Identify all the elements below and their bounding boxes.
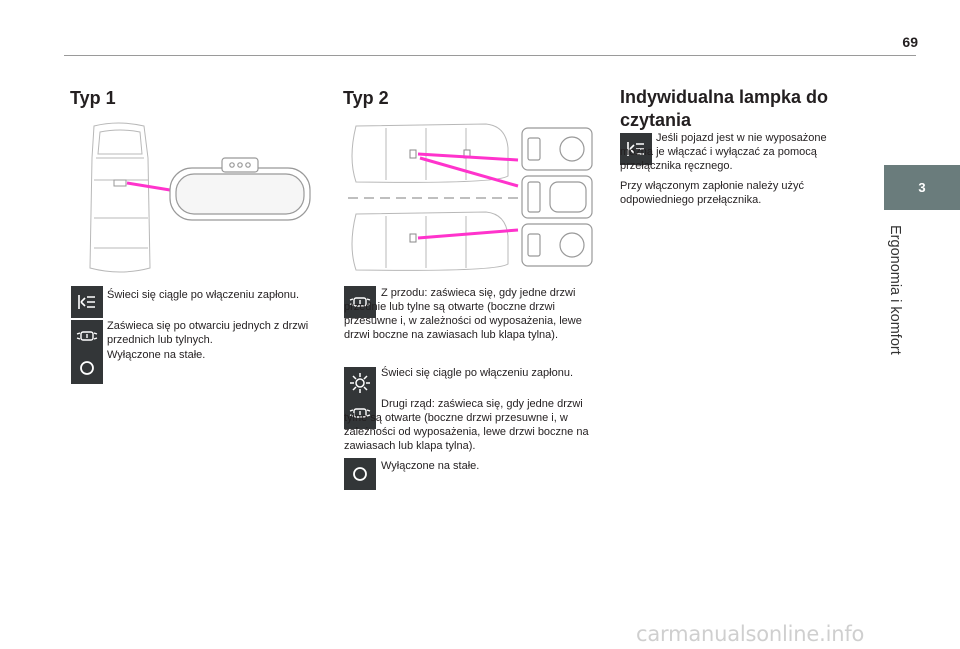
typ2-item-4-text: Wyłączone na stałe. [381,460,480,472]
typ2-item-1-text: Z przodu: zaświeca się, gdy jedne drzwi … [344,287,582,341]
van-side-views [351,123,509,271]
typ2-pointer-line-1 [417,152,519,162]
section-heading-typ1: Typ 1 [70,88,116,108]
typ2-item-3-text: Drugi rząd: zaświeca się, gdy jedne drzw… [344,398,589,452]
typ1-item-3-text: Wyłączone na stałe. [107,349,206,361]
door-light-icon [344,286,376,318]
typ2-lamp-closeups [521,127,593,267]
van-top-view [89,122,151,273]
reading-light-on-icon [71,286,103,318]
typ1-item-2-text: Zaświeca się po otwarciu jednych z drzwi… [107,320,309,346]
typ1-pointer-line [126,181,171,192]
typ1-item-1-text: Świeci się ciągle po włączeniu zapłonu. [107,289,299,301]
watermark: carmanualsonline.info [636,622,865,646]
chapter-tab[interactable]: 3 [884,165,960,210]
mirror-lamp-closeup [169,157,311,221]
sun-light-icon [344,367,376,399]
typ1-illustration [89,122,311,273]
typ2-pointer-line-2 [419,156,519,188]
reading-light-on-icon [620,133,652,165]
individual-text-2: Przy włączonym zapłonie należy użyć odpo… [620,180,805,206]
typ2-item-2-text: Świeci się ciągle po włączeniu zapłonu. [381,367,573,379]
circle-off-icon [71,352,103,384]
individual-text-1: Jeśli pojazd jest w nie wyposażone można… [620,132,827,172]
header-divider [64,55,916,56]
typ2-pointer-line-3 [417,228,519,240]
page-number: 69 [902,34,918,50]
door-light-icon [71,320,103,352]
typ2-illustration [348,123,593,271]
section-heading-typ2: Typ 2 [343,88,389,108]
chapter-title: Ergonomia i komfort [887,225,903,355]
section-heading-individual: Indywidualna lampka do czytania [620,87,829,130]
circle-off-icon [344,458,376,490]
typ1-lamp-marker [113,179,127,187]
door-light-icon [344,397,376,429]
